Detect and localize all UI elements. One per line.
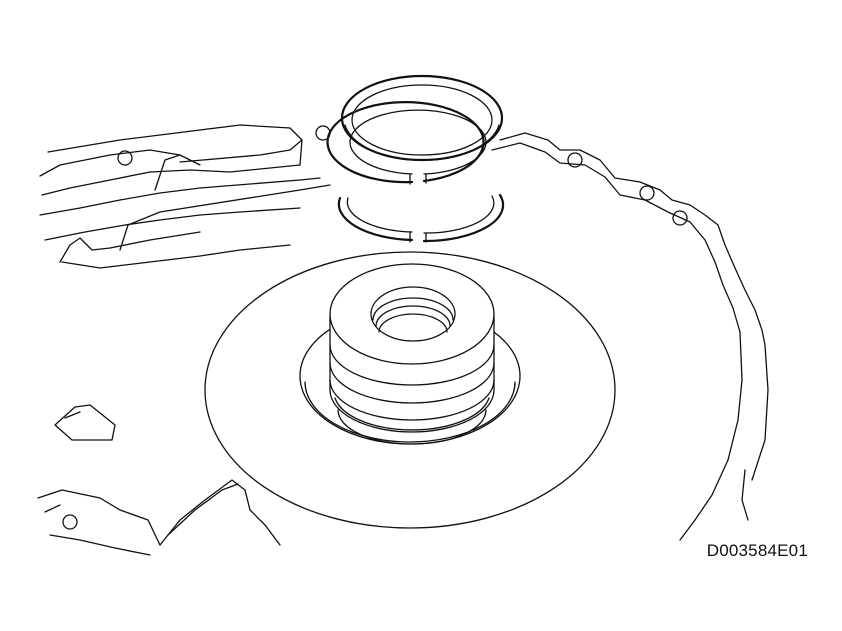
left-flange (39, 124, 331, 269)
bolt-hole (567, 152, 583, 168)
seal-ring-upper (340, 74, 504, 162)
bolt-hole (639, 185, 655, 201)
outer-disc (204, 251, 616, 529)
lower-left-flange (37, 404, 281, 556)
case-outline (491, 132, 769, 541)
bolt-hole (117, 150, 133, 166)
figure-reference-code: D003584E01 (706, 541, 808, 560)
hub (299, 263, 521, 445)
bolt-hole (62, 514, 78, 530)
bolt-hole (672, 210, 688, 226)
seal-ring-lower (326, 101, 505, 243)
bolt-holes (62, 125, 688, 530)
hub-bore (370, 286, 456, 342)
base-disc (204, 251, 616, 529)
